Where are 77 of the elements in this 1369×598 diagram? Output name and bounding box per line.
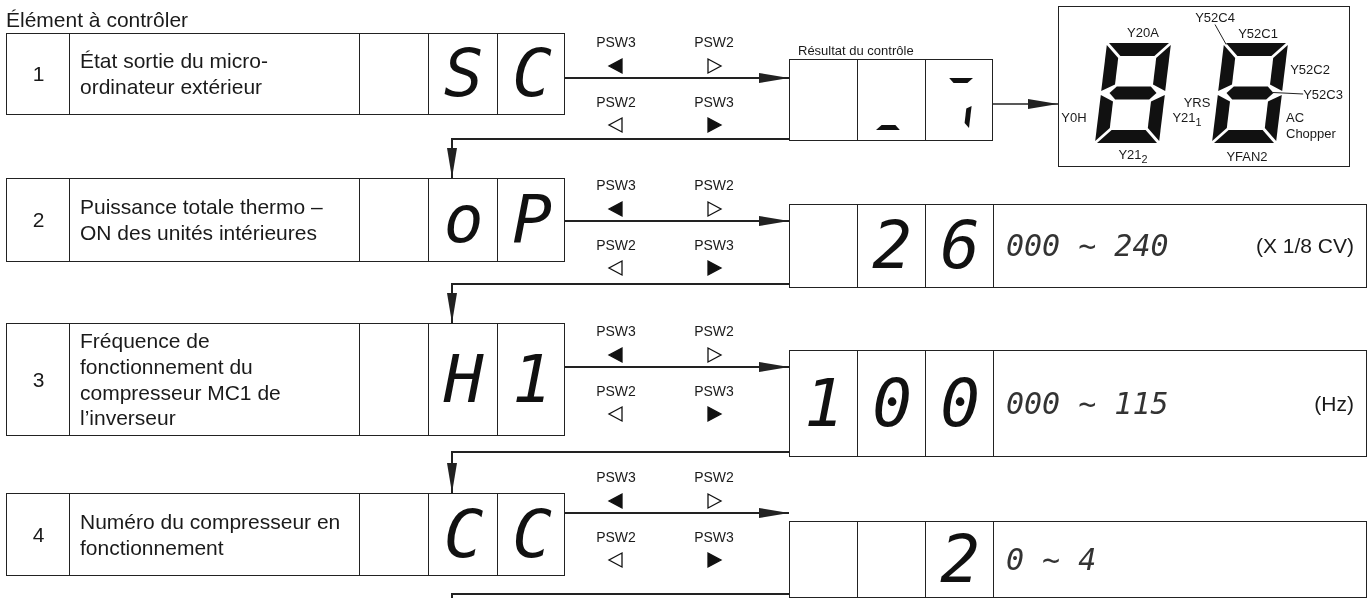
value-range: 000 ~ 240 bbox=[1006, 231, 1169, 261]
column-heading: Élément à contrôler bbox=[6, 8, 189, 32]
item-row bbox=[6, 493, 565, 576]
display-panel bbox=[789, 521, 1367, 598]
display-character: o bbox=[443, 187, 484, 253]
segment-label: Y0H bbox=[1061, 109, 1087, 125]
arrow bbox=[564, 508, 790, 518]
switch-label: PSW2 bbox=[596, 383, 636, 399]
item-description: Numéro du compresseur en fonctionnement bbox=[80, 508, 342, 561]
item-row bbox=[6, 178, 565, 262]
segment-label: YFAN2 bbox=[1226, 148, 1268, 164]
display-character: C bbox=[512, 501, 552, 568]
segment-label: AC Chopper bbox=[1286, 110, 1337, 143]
display-character: H bbox=[443, 346, 484, 413]
leader-line bbox=[1272, 92, 1304, 95]
segment-label: Y52C1 bbox=[1238, 25, 1278, 41]
item-description: Fréquence de fonctionnement du compresseur MC1 de l’inverseur bbox=[80, 328, 282, 431]
switch-label: PSW3 bbox=[596, 177, 636, 193]
display-character: P bbox=[512, 187, 552, 253]
switch-label: PSW3 bbox=[596, 469, 636, 485]
switch-label: PSW2 bbox=[694, 323, 734, 339]
display-panel bbox=[789, 350, 1367, 457]
segment-label: Y20A bbox=[1127, 24, 1159, 40]
value-range: 000 ~ 115 bbox=[1006, 388, 1169, 419]
value-range: 0 ~ 4 bbox=[1006, 544, 1097, 575]
switch-label: PSW2 bbox=[694, 469, 734, 485]
switch-label: PSW3 bbox=[694, 383, 734, 399]
item-row bbox=[6, 33, 565, 115]
arrow bbox=[564, 362, 790, 372]
display-character: 2 bbox=[872, 213, 912, 279]
switch-label: PSW2 bbox=[596, 237, 636, 253]
switch-label: PSW3 bbox=[694, 237, 734, 253]
display-character: 2 bbox=[940, 526, 980, 593]
arrow bbox=[564, 73, 790, 83]
item-number: 4 bbox=[32, 522, 45, 547]
switch-label: PSW3 bbox=[694, 94, 734, 110]
switch-label: PSW3 bbox=[596, 323, 636, 339]
switch-label: PSW3 bbox=[596, 34, 636, 50]
arrow bbox=[992, 99, 1059, 109]
item-number: 3 bbox=[32, 367, 45, 392]
segment-label: Y21$_{1}$ bbox=[1172, 110, 1202, 128]
display-character: C bbox=[443, 501, 484, 568]
switch-label: PSW3 bbox=[694, 529, 734, 545]
segment-label: Y52C4 bbox=[1195, 9, 1235, 25]
display-character: 1 bbox=[804, 370, 844, 437]
item-number: 1 bbox=[32, 62, 45, 86]
display-panel bbox=[789, 204, 1367, 288]
segment-diagram-box bbox=[1058, 6, 1350, 167]
switch-label: PSW2 bbox=[694, 177, 734, 193]
display-segment bbox=[1217, 44, 1235, 91]
segment-label: Y52C2 bbox=[1290, 61, 1330, 77]
arrow bbox=[447, 283, 790, 324]
unit-label: (X 1/8 CV) bbox=[1255, 234, 1354, 258]
display-character: 0 bbox=[940, 370, 980, 437]
switch-label: PSW2 bbox=[694, 34, 734, 50]
item-number: 2 bbox=[32, 208, 45, 232]
section-heading: Résultat du contrôle bbox=[798, 43, 914, 58]
leader-line bbox=[1214, 24, 1227, 45]
arrow bbox=[564, 216, 790, 226]
arrow bbox=[447, 451, 790, 494]
switch-label: PSW2 bbox=[596, 94, 636, 110]
display-character: S bbox=[443, 41, 484, 107]
switch-label: PSW2 bbox=[596, 529, 636, 545]
segment-label: Y21$_{2}$ bbox=[1118, 147, 1148, 165]
unit-label: (Hz) bbox=[1314, 391, 1354, 416]
display-segment bbox=[1226, 86, 1273, 99]
segment-label: YRS bbox=[1183, 94, 1211, 110]
display-character: 6 bbox=[940, 213, 980, 279]
segment-label: Y52C3 bbox=[1303, 86, 1343, 102]
arrow bbox=[447, 138, 790, 179]
display-character: C bbox=[512, 41, 552, 107]
display-character: 0 bbox=[872, 370, 912, 437]
display-character: 1 bbox=[512, 346, 552, 413]
item-description: Puissance totale thermo – ON des unités intérieures bbox=[80, 194, 324, 246]
connector-line bbox=[451, 593, 790, 598]
item-row bbox=[6, 323, 565, 436]
item-description: État sortie du micro-ordinateur extérieur bbox=[80, 48, 269, 100]
